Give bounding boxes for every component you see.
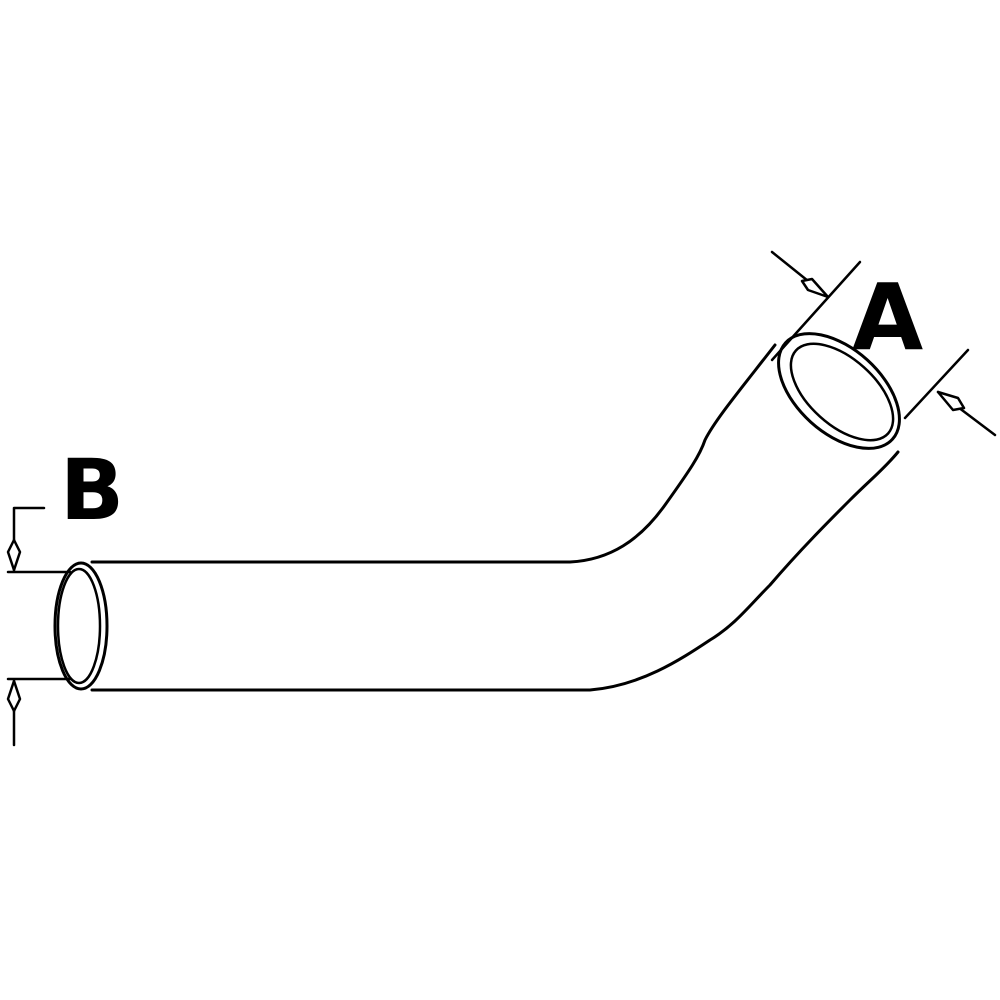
dim-b-arrow-lower-icon <box>6 679 22 713</box>
dim-a-arrow-upper-icon <box>800 277 830 299</box>
end-a-inner-ring <box>789 342 895 442</box>
dim-a-arrow-lower-icon <box>936 390 966 412</box>
dimension-label-b: B <box>60 441 125 539</box>
dimension-label-a: A <box>852 264 924 371</box>
dim-a-extension-upper <box>770 260 862 362</box>
dim-a-extension-lower <box>903 348 970 420</box>
end-b-inner-ring <box>56 567 102 685</box>
hose-bottom-edge <box>90 450 900 692</box>
dim-b-leader-upper <box>12 506 46 572</box>
dim-b-arrow-upper-icon <box>6 538 22 572</box>
end-a-outer-ring <box>777 332 901 450</box>
hose-top-edge <box>90 343 777 564</box>
end-b-outer-ring <box>53 561 109 691</box>
